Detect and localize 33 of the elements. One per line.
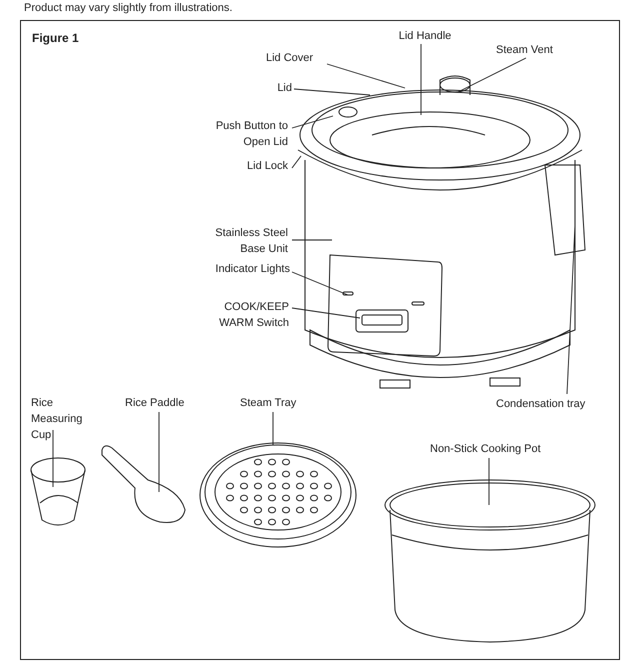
measuring-cup-drawing — [30, 458, 86, 526]
part-label: Rice Paddle — [125, 395, 195, 411]
leader-line — [488, 458, 490, 506]
steam-tray-drawing — [200, 442, 356, 548]
part-label: Steam Vent — [496, 42, 566, 58]
leader-line — [52, 430, 54, 488]
part-label: Lid Cover — [266, 50, 330, 66]
leader-line — [292, 116, 334, 128]
figure-title: Figure 1 — [32, 30, 79, 46]
leader-line — [458, 58, 526, 92]
leader-line — [292, 308, 360, 318]
note-text: Product may vary slightly from illustrations. — [24, 1, 232, 16]
leader-line — [292, 272, 348, 296]
leader-line — [566, 224, 576, 394]
part-label: Lid Handle — [390, 28, 460, 44]
part-label: Stainless Steel Base Unit — [200, 225, 288, 257]
part-label: COOK/KEEP WARM Switch — [205, 299, 289, 331]
leader-line — [294, 88, 370, 96]
part-label: Indicator Lights — [190, 261, 290, 277]
part-label: Non-Stick Cooking Pot — [430, 441, 560, 457]
part-label: Condensation tray — [496, 396, 606, 412]
part-label: Lid — [262, 80, 292, 96]
part-label: Rice Measuring Cup — [31, 395, 101, 443]
cooking-pot-drawing — [384, 480, 596, 642]
part-label: Steam Tray — [240, 395, 310, 411]
leader-line — [420, 44, 422, 116]
part-label: Push Button to Open Lid — [200, 118, 288, 150]
leader-line — [326, 64, 406, 88]
rice-paddle-drawing — [102, 445, 186, 523]
part-label: Lid Lock — [232, 158, 288, 174]
leader-line — [292, 156, 302, 168]
leader-line — [272, 412, 274, 446]
leader-line — [158, 412, 160, 492]
